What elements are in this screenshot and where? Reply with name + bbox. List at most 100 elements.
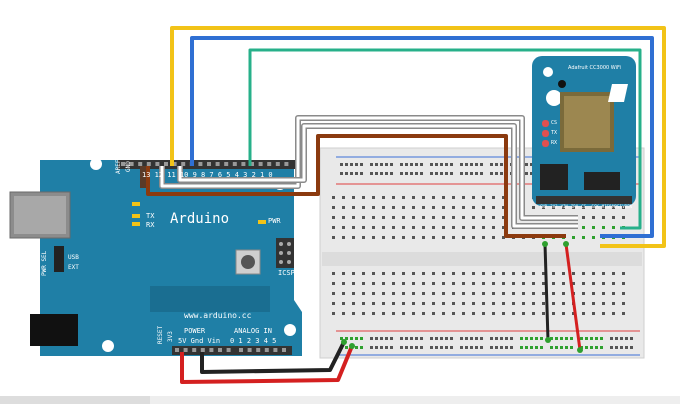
breadboard-hole: [392, 272, 395, 275]
breadboard-hole: [360, 346, 363, 349]
reset-button[interactable]: [235, 249, 261, 275]
breadboard-hole: [392, 226, 395, 229]
breadboard-hole: [612, 302, 615, 305]
breadboard-hole: [482, 272, 485, 275]
breadboard-hole: [622, 206, 625, 209]
breadboard-hole: [412, 282, 415, 285]
breadboard-hole: [552, 206, 555, 209]
breadboard-hole: [345, 346, 348, 349]
breadboard-hole: [535, 346, 538, 349]
breadboard-hole: [430, 172, 433, 175]
breadboard-hole: [465, 337, 468, 340]
icsp-label: ICSP: [278, 269, 295, 277]
breadboard-hole: [462, 196, 465, 199]
breadboard-hole: [462, 282, 465, 285]
breadboard-hole: [582, 206, 585, 209]
breadboard-hole: [612, 312, 615, 315]
breadboard-hole: [345, 337, 348, 340]
breadboard-hole: [602, 272, 605, 275]
breadboard-hole: [362, 302, 365, 305]
breadboard-hole: [592, 292, 595, 295]
breadboard-hole: [440, 172, 443, 175]
breadboard-hole: [350, 337, 353, 340]
breadboard-hole: [445, 337, 448, 340]
header-pin: [224, 162, 229, 166]
header-pin: [275, 162, 280, 166]
breadboard-hole: [480, 346, 483, 349]
header-pin: [232, 162, 237, 166]
arduino-brand-label: Arduino: [170, 211, 230, 227]
breadboard-hole: [550, 337, 553, 340]
breadboard-hole: [512, 302, 515, 305]
breadboard-hole: [402, 226, 405, 229]
reset-button-cap[interactable]: [241, 255, 255, 269]
breadboard-hole: [392, 282, 395, 285]
breadboard-hole: [352, 292, 355, 295]
breadboard-hole: [342, 236, 345, 239]
breadboard-hole: [622, 216, 625, 219]
breadboard-hole: [370, 346, 373, 349]
cs-led-label: CS: [551, 120, 558, 126]
gnd-pin-marker: [140, 166, 150, 188]
breadboard-hole: [432, 196, 435, 199]
breadboard-hole: [360, 172, 363, 175]
breadboard-hole: [370, 163, 373, 166]
breadboard-hole: [475, 163, 478, 166]
usb-jack-inner: [14, 196, 66, 234]
breadboard-hole: [482, 226, 485, 229]
breadboard-hole: [435, 172, 438, 175]
tx-indicator-led: [542, 130, 549, 137]
breadboard-hole: [332, 236, 335, 239]
breadboard-hole: [610, 337, 613, 340]
breadboard-hole: [470, 163, 473, 166]
breadboard-hole: [520, 337, 523, 340]
breadboard-hole: [482, 216, 485, 219]
header-pin: [200, 348, 205, 352]
breadboard-hole: [382, 292, 385, 295]
breadboard-hole: [592, 206, 595, 209]
breadboard-hole: [352, 216, 355, 219]
breadboard-hole: [440, 346, 443, 349]
breadboard-hole: [490, 172, 493, 175]
mounting-hole: [90, 158, 102, 170]
breadboard-hole: [402, 282, 405, 285]
rx-label: RX: [146, 221, 155, 229]
breadboard-hole: [552, 292, 555, 295]
wire-black-jumper: [543, 243, 550, 341]
breadboard-hole: [475, 172, 478, 175]
regulator-chip: [540, 164, 568, 190]
breadboard-hole: [412, 216, 415, 219]
wire-blue: [190, 36, 654, 238]
breadboard-hole: [362, 216, 365, 219]
wire-red-jumper: [564, 243, 582, 351]
power-jack: [30, 314, 78, 346]
breadboard-hole: [332, 226, 335, 229]
breadboard-hole: [482, 302, 485, 305]
breadboard-hole: [342, 206, 345, 209]
breadboard-hole: [562, 302, 565, 305]
breadboard-hole: [442, 312, 445, 315]
breadboard-hole: [452, 312, 455, 315]
breadboard-hole: [430, 163, 433, 166]
breadboard-hole: [340, 163, 343, 166]
breadboard-hole: [432, 272, 435, 275]
pwr-label: PWR: [268, 217, 281, 225]
breadboard-hole: [450, 337, 453, 340]
digital-pin-numbers: 13 12 11 10 9 8 7 6 5 4 3 2 1 0: [142, 171, 273, 179]
breadboard-hole: [372, 272, 375, 275]
breadboard-hole: [552, 312, 555, 315]
breadboard-hole: [472, 206, 475, 209]
breadboard-hole: [372, 312, 375, 315]
breadboard-hole: [600, 346, 603, 349]
breadboard-hole: [530, 337, 533, 340]
breadboard-hole: [492, 272, 495, 275]
breadboard-hole: [495, 346, 498, 349]
breadboard-hole: [612, 292, 615, 295]
breadboard-hole: [372, 206, 375, 209]
breadboard-hole: [532, 282, 535, 285]
breadboard-hole: [352, 312, 355, 315]
breadboard-hole: [342, 196, 345, 199]
breadboard-hole: [352, 236, 355, 239]
breadboard-hole: [622, 292, 625, 295]
